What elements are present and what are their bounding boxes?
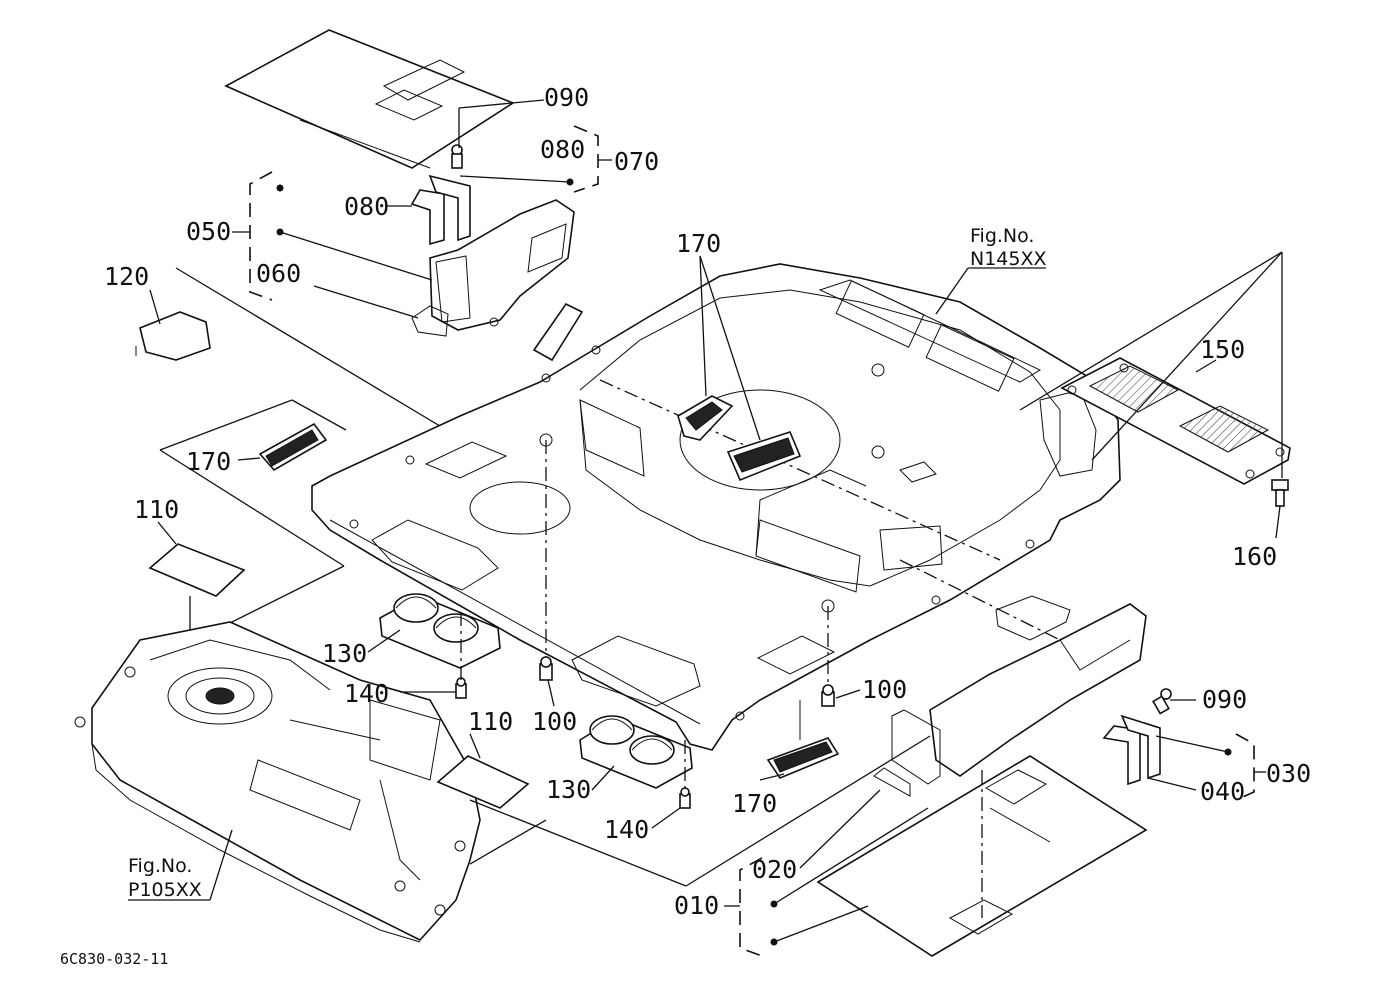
fastener-100-right xyxy=(821,684,861,707)
drawing-code: 6C830-032-11 xyxy=(60,950,168,968)
label-110-left: 110 xyxy=(134,495,179,524)
label-010: 010 xyxy=(674,891,719,920)
label-130-lower: 130 xyxy=(546,775,591,804)
group-bracket-030 xyxy=(1147,733,1266,801)
speaker-130-lower xyxy=(579,715,693,791)
figref-p105-line2: P105XX xyxy=(128,879,202,901)
label-170-lower: 170 xyxy=(732,789,777,818)
vent-170-left xyxy=(159,399,347,472)
screw-140-upper xyxy=(400,612,467,699)
label-160: 160 xyxy=(1232,542,1277,571)
label-140-upper: 140 xyxy=(344,679,389,708)
mat-top-left xyxy=(224,29,515,169)
label-090-right: 090 xyxy=(1202,685,1247,714)
vent-170-center-b xyxy=(726,431,802,482)
fastener-090-right xyxy=(1152,688,1196,715)
screw-140-lower xyxy=(651,740,691,829)
figref-p105-leader xyxy=(128,829,233,901)
figref-n145-line1: Fig.No. xyxy=(970,225,1034,247)
label-170-top: 170 xyxy=(676,229,721,258)
label-040: 040 xyxy=(1200,777,1245,806)
figref-p105-line1: Fig.No. xyxy=(128,855,192,877)
label-060: 060 xyxy=(256,259,301,288)
grille-150 xyxy=(1019,251,1291,485)
label-020: 020 xyxy=(752,855,797,884)
label-100-left: 100 xyxy=(532,707,577,736)
label-110-lower: 110 xyxy=(468,707,513,736)
label-170-left: 170 xyxy=(186,447,231,476)
figref-n145-leader xyxy=(935,267,1046,315)
label-070: 070 xyxy=(614,147,659,176)
label-130-upper: 130 xyxy=(322,639,367,668)
bolt-160 xyxy=(1271,479,1289,539)
duct-020 xyxy=(873,595,1147,797)
label-120: 120 xyxy=(104,262,149,291)
blower-unit xyxy=(74,621,481,943)
roof-headliner xyxy=(311,263,1121,751)
mat-010 xyxy=(816,755,1148,957)
leaders-top-left xyxy=(232,99,612,319)
center-lines xyxy=(545,379,1101,690)
figref-n145-line2: N145XX xyxy=(970,248,1047,270)
fastener-100-left xyxy=(539,656,555,707)
label-090-top: 090 xyxy=(544,83,589,112)
group-bracket-010 xyxy=(724,789,929,957)
group-bracket-050 xyxy=(249,171,273,301)
label-050: 050 xyxy=(186,217,231,246)
gasket-small xyxy=(532,302,584,362)
speaker-130-upper xyxy=(367,593,501,669)
mat-110-lower xyxy=(436,733,931,887)
vent-170-center-a xyxy=(677,395,734,441)
vent-170-lower xyxy=(756,635,840,781)
clip-080 xyxy=(410,174,471,246)
label-140-lower: 140 xyxy=(604,815,649,844)
fastener-090-top xyxy=(451,144,463,169)
mat-110-left xyxy=(148,449,345,641)
label-150: 150 xyxy=(1200,335,1245,364)
leaders-170-top xyxy=(699,255,761,441)
label-100-right: 100 xyxy=(862,675,907,704)
cover-120 xyxy=(135,267,471,445)
clip-040 xyxy=(1102,714,1161,786)
duct-060 xyxy=(411,199,575,337)
label-080-top: 080 xyxy=(540,135,585,164)
label-080-side: 080 xyxy=(344,192,389,221)
label-030: 030 xyxy=(1266,759,1311,788)
